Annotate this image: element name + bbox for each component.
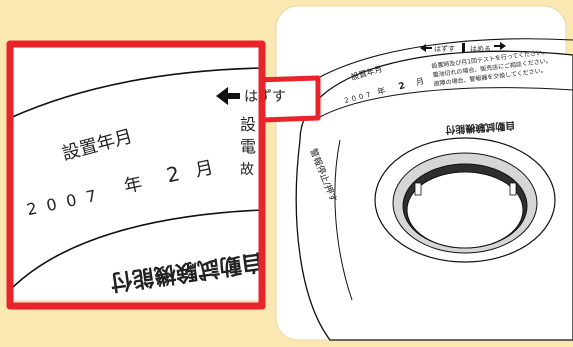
detector-year-unit: 年 bbox=[376, 85, 386, 97]
detector-month-unit: 月 bbox=[415, 76, 425, 87]
detector-month: 2 bbox=[398, 81, 406, 92]
label-band-edge bbox=[317, 87, 573, 119]
arrow-right-icon bbox=[494, 42, 506, 50]
detector-notes: 設置時及び月1回テストを行ってください。 電池切れの場合、販売店にご相談ください… bbox=[431, 48, 552, 88]
zoom-month-unit: 月 bbox=[193, 157, 215, 181]
zoom-arrow-left-icon bbox=[216, 87, 240, 105]
sensor-slot-right bbox=[509, 182, 517, 196]
zoom-band-bottom-edge bbox=[9, 209, 263, 291]
zoom-year-unit: 年 bbox=[122, 173, 144, 197]
arrow-attach-text: はめる bbox=[470, 45, 491, 53]
detector-arrow-row: はずす はめる bbox=[420, 42, 506, 53]
arrow-left-icon bbox=[420, 44, 432, 52]
detector-rim bbox=[317, 38, 573, 79]
zoom-panel-background bbox=[10, 44, 262, 306]
zoom-month: 2 bbox=[164, 161, 181, 187]
zoom-band-top-edge bbox=[9, 67, 263, 119]
side-panel-divider bbox=[334, 139, 353, 301]
zoom-right-col-1: 設 bbox=[240, 115, 256, 134]
zoom-right-col-3: 故 bbox=[240, 162, 254, 178]
sensor-center bbox=[406, 171, 524, 249]
detector-card: はずす はめる 設置年月 2007 年 2 月 設置時及び月1回テストを行ってく… bbox=[275, 5, 573, 341]
sensor-slot-left bbox=[414, 182, 422, 196]
zoom-right-col-2: 電 bbox=[240, 137, 256, 156]
arrow-remove-text: はずす bbox=[434, 44, 455, 53]
zoom-panel: はずす 設置年月 設 電 故 2007 年 2 月 自動試験機能付 bbox=[6, 40, 286, 310]
zoom-highlight-frame bbox=[6, 40, 266, 310]
arrow-divider bbox=[462, 43, 465, 52]
